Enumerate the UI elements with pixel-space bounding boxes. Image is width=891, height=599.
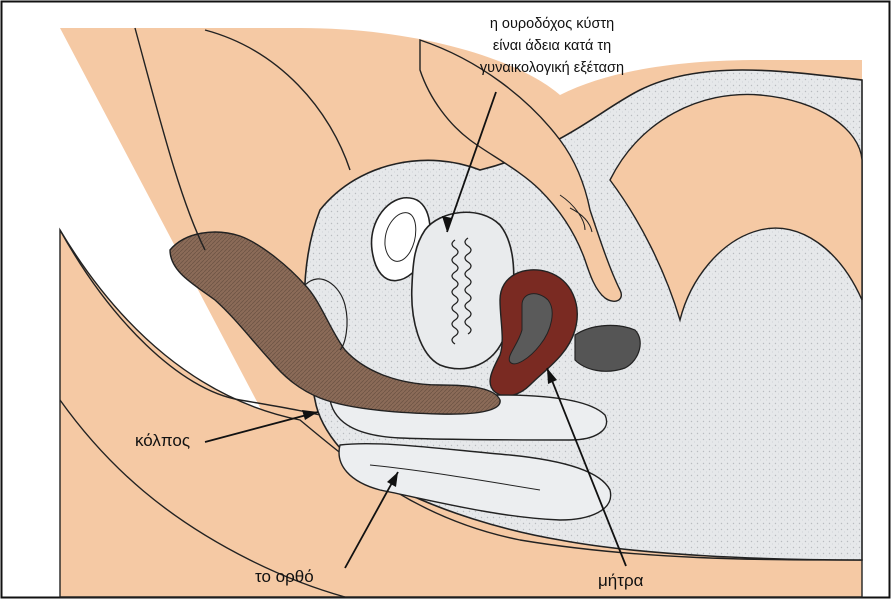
bladder-label-line-2: είναι άδεια κατά τη (452, 35, 652, 57)
bladder (412, 212, 514, 368)
ovary (575, 325, 640, 371)
bladder-label-line-3: γυναικολογική εξέταση (452, 57, 652, 79)
vagina-label: κόλπος (135, 431, 190, 451)
uterus-label: μήτρα (598, 571, 643, 591)
bladder-label-line-1: η ουροδόχος κύστη (452, 13, 652, 35)
rectum-label: το ορθό (255, 567, 314, 587)
bladder-label: η ουροδόχος κύστη είναι άδεια κατά τη γυ… (452, 13, 652, 79)
